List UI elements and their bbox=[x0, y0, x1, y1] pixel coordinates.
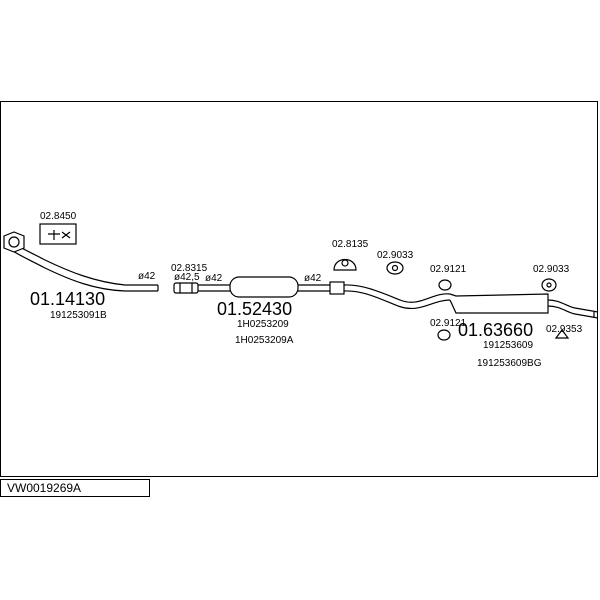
label-hanger-b-right: 02.9033 bbox=[533, 264, 570, 275]
center-silencer bbox=[198, 276, 345, 298]
part-number-rear: 01.63660 bbox=[458, 320, 533, 340]
label-clamp-box: 02.8450 bbox=[40, 211, 77, 222]
part-number-front-pipe: 01.14130 bbox=[30, 289, 105, 309]
hanger-right-icon bbox=[541, 278, 557, 292]
bracket-left-icon bbox=[438, 279, 452, 291]
part-number-center: 01.52430 bbox=[217, 299, 292, 319]
label-sleeve: 02.8315 bbox=[171, 263, 208, 274]
label-diameter-4: ø42 bbox=[304, 273, 322, 284]
label-hanger-c: 02.9353 bbox=[546, 324, 583, 335]
hanger-icon bbox=[333, 258, 357, 271]
front-flange-icon bbox=[3, 231, 25, 253]
bracket-bottom-icon bbox=[437, 329, 451, 341]
part-ref-rear-1: 191253609 bbox=[483, 340, 533, 351]
label-diameter-2: ø42,5 bbox=[174, 272, 200, 283]
clamp-box-icon bbox=[39, 223, 77, 245]
label-hanger-a: 02.8135 bbox=[332, 239, 369, 250]
label-bracket-bottom: 02.9121 bbox=[430, 318, 467, 329]
rear-section bbox=[343, 284, 599, 319]
label-diameter-1: ø42 bbox=[138, 271, 156, 282]
part-ref-center-1: 1H0253209 bbox=[237, 319, 289, 330]
part-ref-center-2: 1H0253209A bbox=[235, 335, 294, 346]
model-code-box: VW0019269A bbox=[0, 479, 150, 497]
part-ref-front-pipe: 191253091B bbox=[50, 310, 107, 321]
model-code: VW0019269A bbox=[7, 481, 82, 495]
sleeve-icon bbox=[173, 282, 199, 294]
part-ref-rear-2: 191253609BG bbox=[477, 358, 542, 369]
hanger-c-icon bbox=[554, 329, 570, 339]
label-hanger-b-top: 02.9033 bbox=[377, 250, 414, 261]
diagram-frame bbox=[0, 101, 598, 477]
front-pipe bbox=[7, 239, 159, 292]
label-diameter-3: ø42 bbox=[205, 273, 223, 284]
label-bracket-left: 02.9121 bbox=[430, 264, 467, 275]
hanger-top-icon bbox=[386, 261, 404, 275]
